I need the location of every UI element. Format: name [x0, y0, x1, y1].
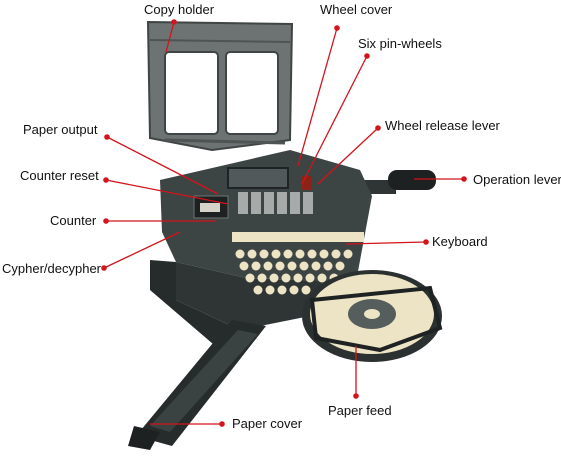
label-counter-reset: Counter reset — [20, 168, 99, 183]
label-paper-feed: Paper feed — [328, 403, 392, 418]
label-keyboard: Keyboard — [432, 234, 488, 249]
operation-lever-handle — [360, 170, 436, 194]
label-cypher-decypher: Cypher/decypher — [2, 261, 101, 276]
paper-feed-reel — [302, 270, 443, 362]
copy-holder-frame — [146, 20, 294, 152]
leader-lines — [101, 19, 467, 427]
label-paper-output: Paper output — [23, 122, 98, 137]
label-wheel-release-lever: Wheel release lever — [385, 118, 500, 133]
label-six-pin-wheels: Six pin-wheels — [358, 36, 442, 51]
keyboard-keys — [232, 232, 364, 295]
paper-cover-arm — [128, 320, 266, 450]
label-operation-lever: Operation lever — [473, 172, 561, 187]
label-copy-holder: Copy holder — [144, 2, 215, 17]
label-paper-cover: Paper cover — [232, 416, 303, 431]
label-counter: Counter — [50, 213, 97, 228]
label-wheel-cover: Wheel cover — [320, 2, 393, 17]
